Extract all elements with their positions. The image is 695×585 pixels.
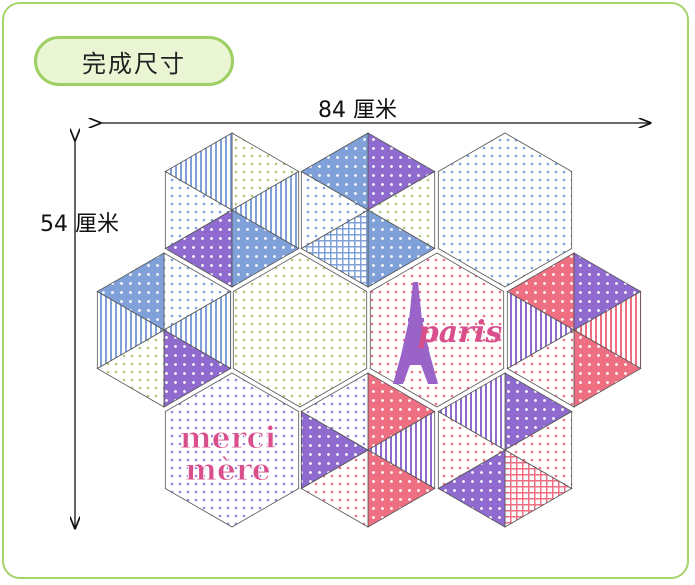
mere-text: mère [185, 453, 271, 488]
height-label: 54 厘米 [40, 212, 119, 237]
paris-text: paris [418, 315, 503, 350]
paris-applique: paris [393, 282, 502, 384]
title-text: 完成尺寸 [82, 49, 186, 78]
eiffel-tower-icon [393, 282, 438, 384]
triangle-patch [506, 252, 575, 331]
title-badge: 完成尺寸 [34, 36, 234, 86]
triangle-patch [300, 132, 369, 211]
hex-patch [232, 252, 368, 408]
hexagon-blocks [96, 132, 642, 528]
hex-block [96, 252, 232, 408]
hex-block [300, 132, 436, 288]
merci-text: merci [180, 421, 276, 456]
merci-applique: merci mère [179, 421, 276, 489]
triangle-patch [96, 252, 165, 331]
hex-block [164, 132, 300, 288]
triangle-patch [164, 132, 233, 211]
hex-block [506, 252, 642, 408]
width-label: 84 厘米 [318, 98, 397, 123]
hex-block [437, 372, 573, 528]
hex-block [300, 372, 436, 528]
hex-patch [437, 132, 573, 288]
hex-block [164, 372, 300, 528]
triangle-patch [437, 372, 506, 451]
triangle-patch [300, 372, 369, 451]
hex-block [232, 252, 368, 408]
hex-patch [164, 372, 300, 528]
hex-block [437, 132, 573, 288]
